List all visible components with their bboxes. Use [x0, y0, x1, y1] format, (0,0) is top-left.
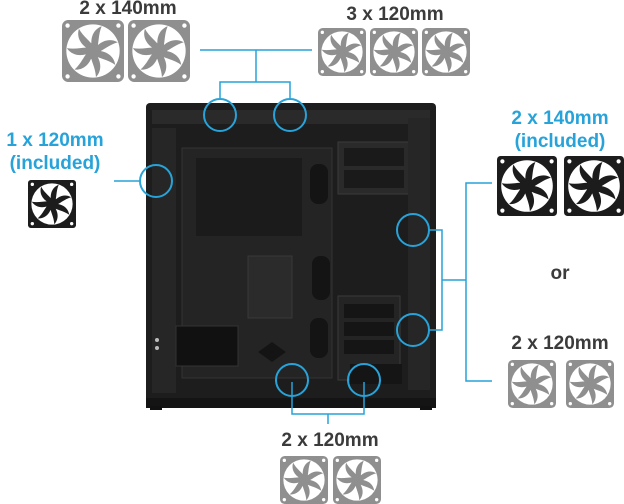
rear-included-label: (included): [9, 153, 101, 174]
pc-case: [146, 103, 436, 410]
fan-icon: [128, 20, 190, 82]
top-fan-callout-1: [203, 98, 237, 132]
fan-icon: [280, 456, 328, 504]
fan-icon: [62, 20, 124, 82]
fan-icon: [422, 28, 470, 76]
front-140mm-label: 2 x 140mm: [511, 108, 609, 129]
callout-circles: [139, 98, 430, 397]
callout-lines: [114, 49, 492, 424]
fan-icon: [28, 180, 76, 228]
top-fan-callout-2: [273, 98, 307, 132]
top-140mm-label: 2 x 140mm: [79, 0, 177, 19]
fan-icon: [497, 156, 557, 216]
bottom-120mm-label: 2 x 120mm: [281, 430, 379, 451]
front-fan-callout-2: [396, 313, 430, 347]
fan-icon: [564, 156, 624, 216]
top-120mm-label: 3 x 120mm: [346, 4, 444, 25]
rear-fan-callout: [139, 164, 173, 198]
rear-120mm-label: 1 x 120mm: [6, 130, 104, 151]
fan-icon: [318, 28, 366, 76]
or-label: or: [550, 263, 570, 284]
front-fan-callout-1: [396, 213, 430, 247]
front-included-label: (included): [514, 131, 606, 152]
fan-icon: [370, 28, 418, 76]
fan-icon: [566, 360, 614, 408]
front-120mm-label: 2 x 120mm: [511, 333, 609, 354]
fan-icon: [508, 360, 556, 408]
bottom-fan-callout-1: [275, 363, 309, 397]
fan-icon: [333, 456, 381, 504]
bottom-fan-callout-2: [347, 363, 381, 397]
